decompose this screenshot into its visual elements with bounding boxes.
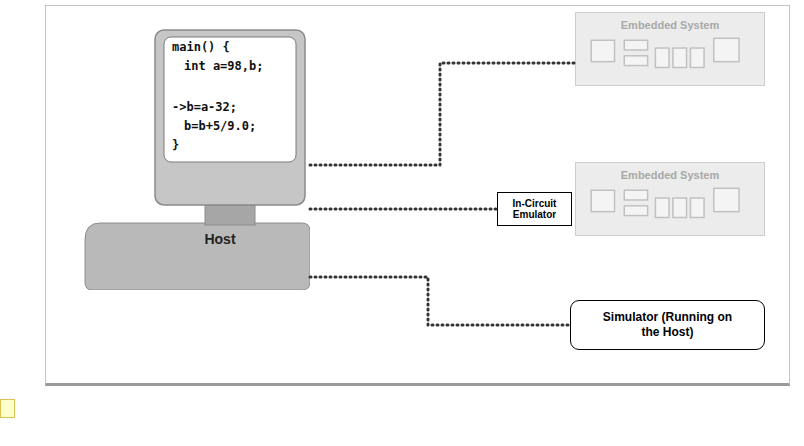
chip-outline — [673, 198, 687, 217]
dotted-connection — [310, 63, 575, 165]
chip-outline — [624, 206, 647, 216]
box-label: Embedded System — [576, 19, 764, 31]
code-line: b=b+5/9.0; — [184, 119, 256, 133]
box-label: Simulator (Running on the Host) — [593, 310, 743, 340]
corner-marker — [0, 399, 15, 418]
code-line: main() { — [172, 40, 230, 54]
monitor-neck — [205, 205, 255, 225]
simulator-box: Simulator (Running on the Host) — [570, 300, 765, 350]
host-label: Host — [175, 231, 265, 247]
chip-outline — [624, 40, 647, 50]
monitor-screen — [164, 37, 296, 162]
monitor-body — [155, 30, 305, 205]
host-computer: main() { int a=98,b; ->b=a-32; b=b+5/9.0;} H… — [80, 28, 310, 290]
code-line: int a=98,b; — [184, 59, 263, 73]
dotted-connection — [310, 277, 570, 325]
chip-outline — [673, 48, 687, 67]
embedded-system-box: Embedded System — [575, 12, 765, 86]
computer-base — [85, 223, 310, 290]
chip-outline — [591, 40, 614, 61]
chip-outline — [655, 198, 669, 217]
chip-outline — [624, 56, 647, 66]
box-label: Embedded System — [576, 169, 764, 181]
chip-outline — [690, 198, 704, 217]
chip-outline — [690, 48, 704, 67]
embedded-system-box: Embedded System — [575, 162, 765, 236]
code-line: ->b=a-32; — [172, 100, 237, 114]
dotted-connection — [310, 208, 497, 211]
box-label: In-Circuit Emulator — [498, 198, 571, 220]
emulator-box: In-Circuit Emulator — [497, 192, 572, 226]
chip-outline — [591, 190, 614, 211]
chip-outline — [624, 190, 647, 200]
chip-outline — [714, 38, 739, 61]
chip-outline — [714, 188, 739, 211]
chip-outline — [655, 48, 669, 67]
code-line: } — [172, 138, 179, 152]
